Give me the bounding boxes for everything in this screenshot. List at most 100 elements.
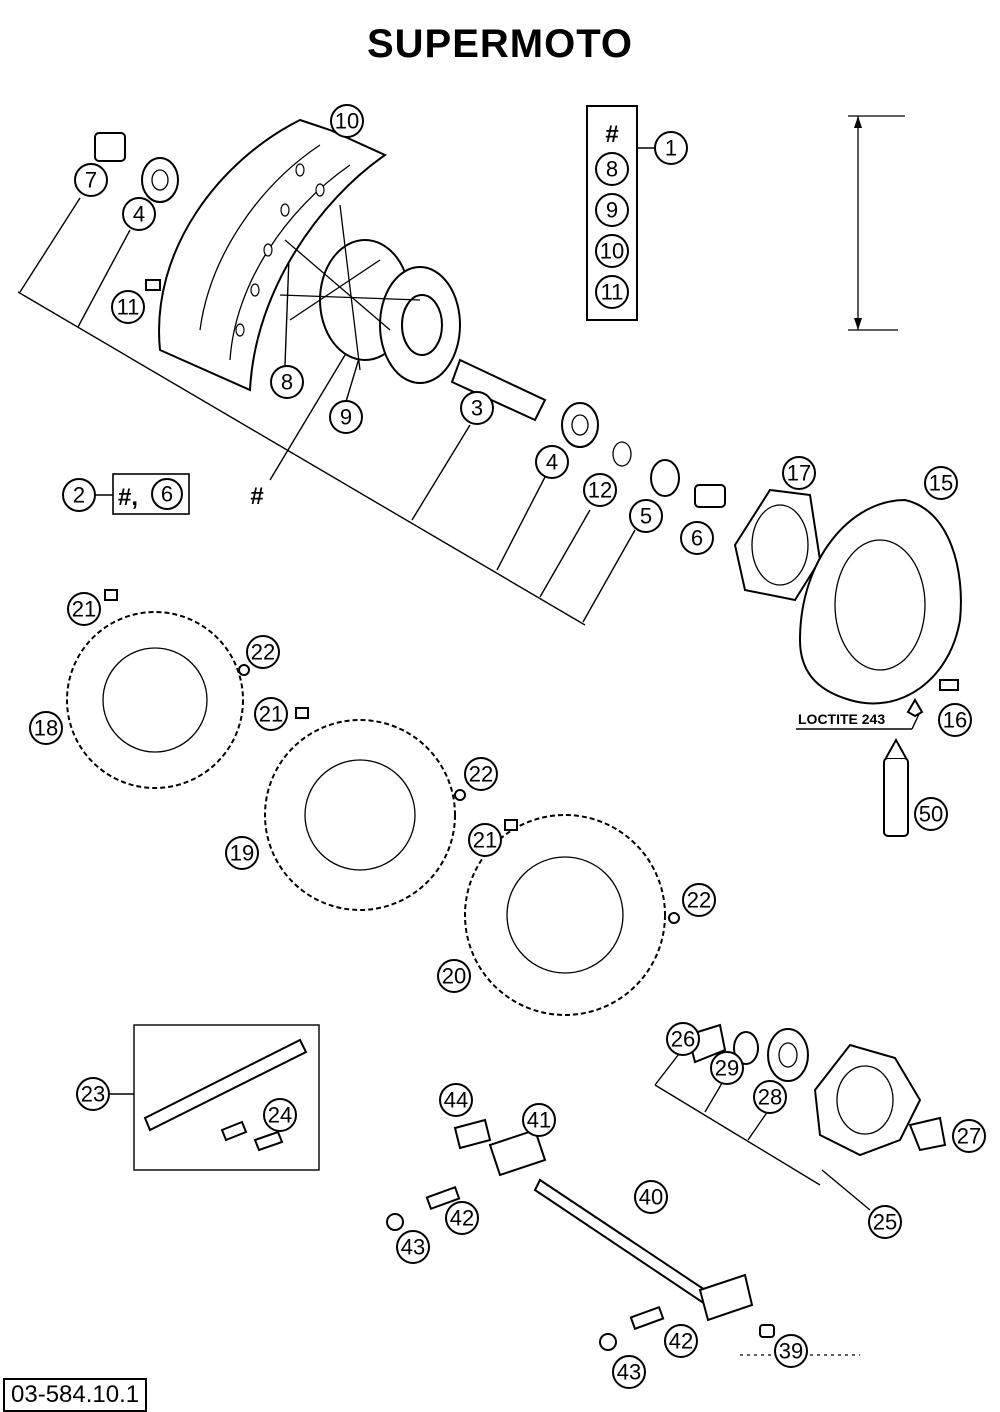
callout-50: 50 <box>914 797 948 831</box>
callout-43b: 43 <box>612 1355 646 1389</box>
svg-text:10: 10 <box>335 109 359 134</box>
svg-text:39: 39 <box>779 1339 803 1364</box>
callout-44: 44 <box>439 1083 473 1117</box>
loctite-label: LOCTITE 243 <box>798 711 885 727</box>
svg-text:25: 25 <box>873 1210 897 1235</box>
rear-hub-carrier <box>686 1023 947 1157</box>
svg-text:24: 24 <box>268 1103 292 1128</box>
hash-marker: # <box>250 483 263 510</box>
document-number: 03-584.10.1 <box>3 1378 148 1412</box>
svg-text:16: 16 <box>943 708 967 733</box>
svg-text:15: 15 <box>929 471 953 496</box>
svg-text:11: 11 <box>601 280 624 305</box>
group-box-assembly-2: 2 #, 6 <box>62 473 190 515</box>
callout-18: 18 <box>29 711 63 745</box>
svg-text:2: 2 <box>73 483 85 508</box>
callout-25: 25 <box>868 1205 902 1239</box>
svg-text:43: 43 <box>401 1235 425 1260</box>
callout-5: 5 <box>629 499 663 533</box>
svg-text:44: 44 <box>444 1088 468 1113</box>
brake-disc-and-adapter <box>733 488 962 837</box>
svg-text:22: 22 <box>251 640 275 665</box>
svg-text:21: 21 <box>259 702 283 727</box>
callout-29: 29 <box>710 1051 744 1085</box>
svg-text:27: 27 <box>957 1124 981 1149</box>
spacer-and-bearings-front <box>94 132 726 508</box>
svg-text:28: 28 <box>758 1085 782 1110</box>
callout-21b: 21 <box>254 697 288 731</box>
svg-text:6: 6 <box>161 482 173 507</box>
callout-41: 41 <box>522 1103 556 1137</box>
callout-28: 28 <box>753 1080 787 1114</box>
svg-text:22: 22 <box>469 762 493 787</box>
svg-text:12: 12 <box>588 478 612 503</box>
callout-27: 27 <box>952 1119 986 1153</box>
callout-17: 17 <box>782 456 816 490</box>
callout-22: 22 <box>246 635 280 669</box>
group-box-assembly-1: # 8 9 10 11 1 <box>586 105 688 321</box>
svg-text:26: 26 <box>671 1027 695 1052</box>
svg-text:3: 3 <box>471 396 483 421</box>
callout-42: 42 <box>445 1201 479 1235</box>
callout-1: 1 <box>654 131 688 165</box>
svg-text:9: 9 <box>606 198 618 223</box>
callout-3: 3 <box>460 391 494 425</box>
callout-26: 26 <box>666 1022 700 1056</box>
callout-10: 10 <box>330 104 364 138</box>
callout-42b: 42 <box>664 1324 698 1358</box>
svg-text:23: 23 <box>81 1082 105 1107</box>
svg-text:18: 18 <box>34 716 58 741</box>
svg-text:8: 8 <box>606 157 618 182</box>
callout-6: 6 <box>680 521 714 555</box>
callout-24: 24 <box>263 1098 297 1132</box>
callout-19: 19 <box>225 836 259 870</box>
svg-text:40: 40 <box>639 1185 663 1210</box>
callout-8: 8 <box>270 365 304 399</box>
svg-text:20: 20 <box>442 964 466 989</box>
callout-15: 15 <box>924 466 958 500</box>
callout-20: 20 <box>437 959 471 993</box>
page-title: SUPERMOTO <box>366 22 634 66</box>
hash-item: # <box>605 121 618 148</box>
callout-43: 43 <box>396 1230 430 1264</box>
svg-text:42: 42 <box>669 1329 693 1354</box>
svg-text:#,: #, <box>118 484 138 511</box>
callout-11: 11 <box>111 290 145 324</box>
callout-21: 21 <box>67 592 101 626</box>
callout-21c: 21 <box>468 823 502 857</box>
svg-text:21: 21 <box>72 597 96 622</box>
callouts: 10 7 4 11 8 9 3 4 12 5 6 17 15 16 50 21 … <box>29 104 986 1389</box>
svg-text:10: 10 <box>600 239 624 264</box>
svg-text:50: 50 <box>919 802 943 827</box>
svg-text:42: 42 <box>450 1206 474 1231</box>
svg-text:21: 21 <box>473 828 497 853</box>
callout-22b: 22 <box>464 757 498 791</box>
svg-text:8: 8 <box>281 370 293 395</box>
callout-4b: 4 <box>535 445 569 479</box>
svg-text:7: 7 <box>85 168 97 193</box>
svg-text:29: 29 <box>715 1056 739 1081</box>
svg-text:6: 6 <box>691 526 703 551</box>
rim-and-hub <box>158 118 461 392</box>
callout-7: 7 <box>74 163 108 197</box>
svg-text:43: 43 <box>617 1360 641 1385</box>
callout-12: 12 <box>583 473 617 507</box>
svg-text:5: 5 <box>640 504 652 529</box>
callout-4: 4 <box>122 197 156 231</box>
chain-box <box>133 1024 320 1171</box>
callout-2: 2 <box>62 478 96 512</box>
svg-text:11: 11 <box>117 295 140 320</box>
svg-text:17: 17 <box>787 461 811 486</box>
svg-text:19: 19 <box>230 841 254 866</box>
callout-23: 23 <box>76 1077 110 1111</box>
svg-text:1: 1 <box>665 136 677 161</box>
svg-text:22: 22 <box>687 888 711 913</box>
callout-40: 40 <box>634 1180 668 1214</box>
svg-text:9: 9 <box>340 405 352 430</box>
svg-text:4: 4 <box>133 202 145 227</box>
callout-16: 16 <box>938 703 972 737</box>
callout-39: 39 <box>774 1334 808 1368</box>
callout-22c: 22 <box>682 883 716 917</box>
axle-and-adjusters <box>386 1118 860 1356</box>
